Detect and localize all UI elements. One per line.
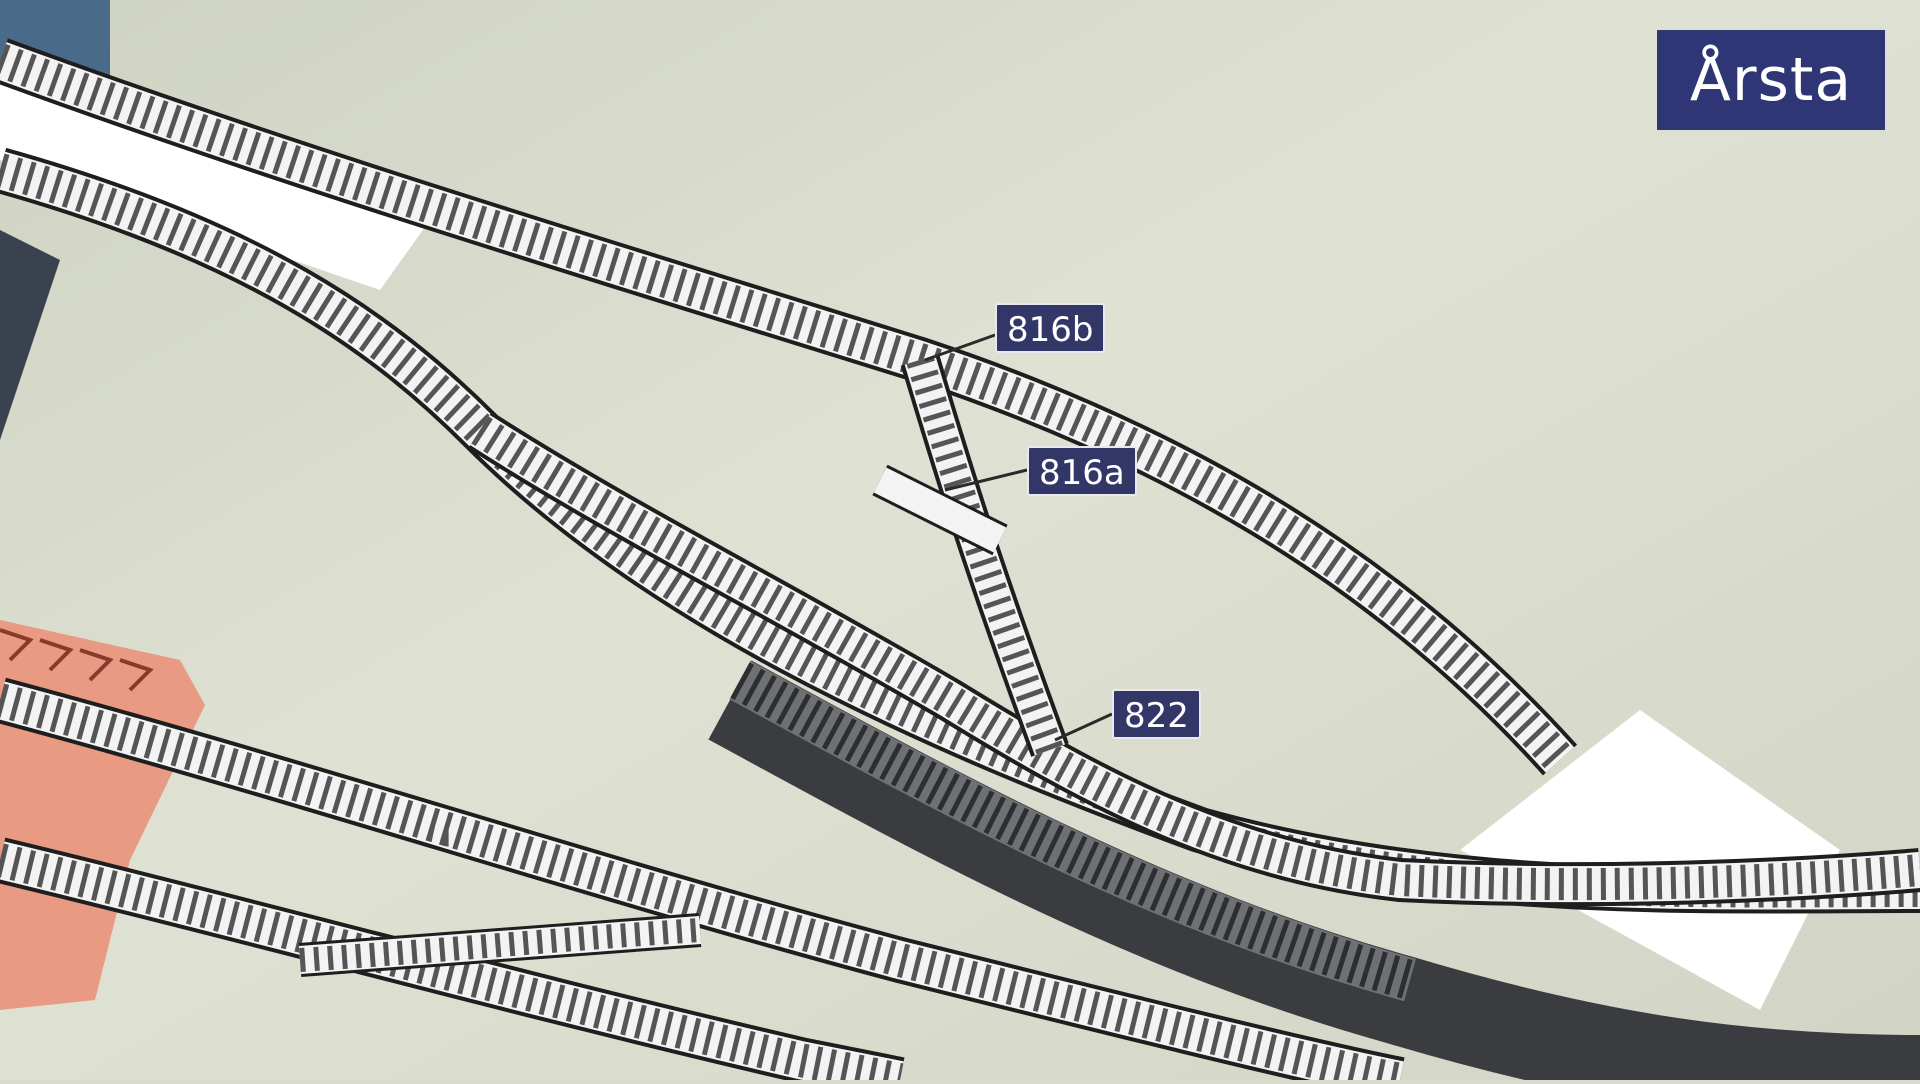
station-name-label: Årsta [1657,30,1885,130]
switch-tag-822: 822 [1112,689,1201,739]
switch-tag-816a: 816a [1027,446,1137,496]
switch-tag-816b: 816b [995,303,1105,353]
